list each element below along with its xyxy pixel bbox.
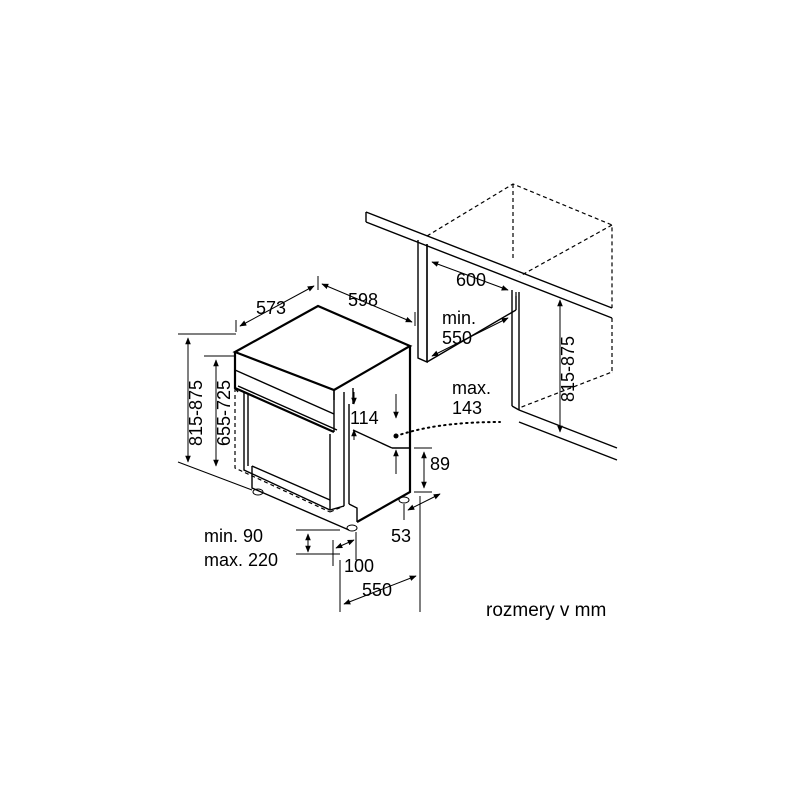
label-573: 573 [256, 298, 286, 318]
label-100: 100 [344, 556, 374, 576]
label-max-220: max. 220 [204, 550, 278, 570]
label-53: 53 [391, 526, 411, 546]
label-min: min. [442, 308, 476, 328]
dimension-labels: 573 598 600 min. 550 815-875 655-725 815… [186, 270, 606, 621]
label-655-725: 655-725 [214, 380, 234, 446]
kitchen-cabinet [365, 183, 618, 461]
dishwasher-body [232, 304, 413, 532]
label-max: max. [452, 378, 491, 398]
label-89: 89 [430, 454, 450, 474]
dimension-lines [177, 261, 563, 612]
label-550-bottom: 550 [362, 580, 392, 600]
label-600: 600 [456, 270, 486, 290]
label-114: 114 [350, 408, 379, 428]
label-598: 598 [348, 290, 378, 310]
units-note: rozmery v mm [486, 600, 606, 621]
label-815-875-left: 815-875 [186, 380, 206, 446]
label-min-90: min. 90 [204, 526, 263, 546]
label-143: 143 [452, 398, 482, 418]
label-550-cabinet: 550 [442, 328, 472, 348]
label-815-875-right: 815-875 [558, 336, 578, 402]
